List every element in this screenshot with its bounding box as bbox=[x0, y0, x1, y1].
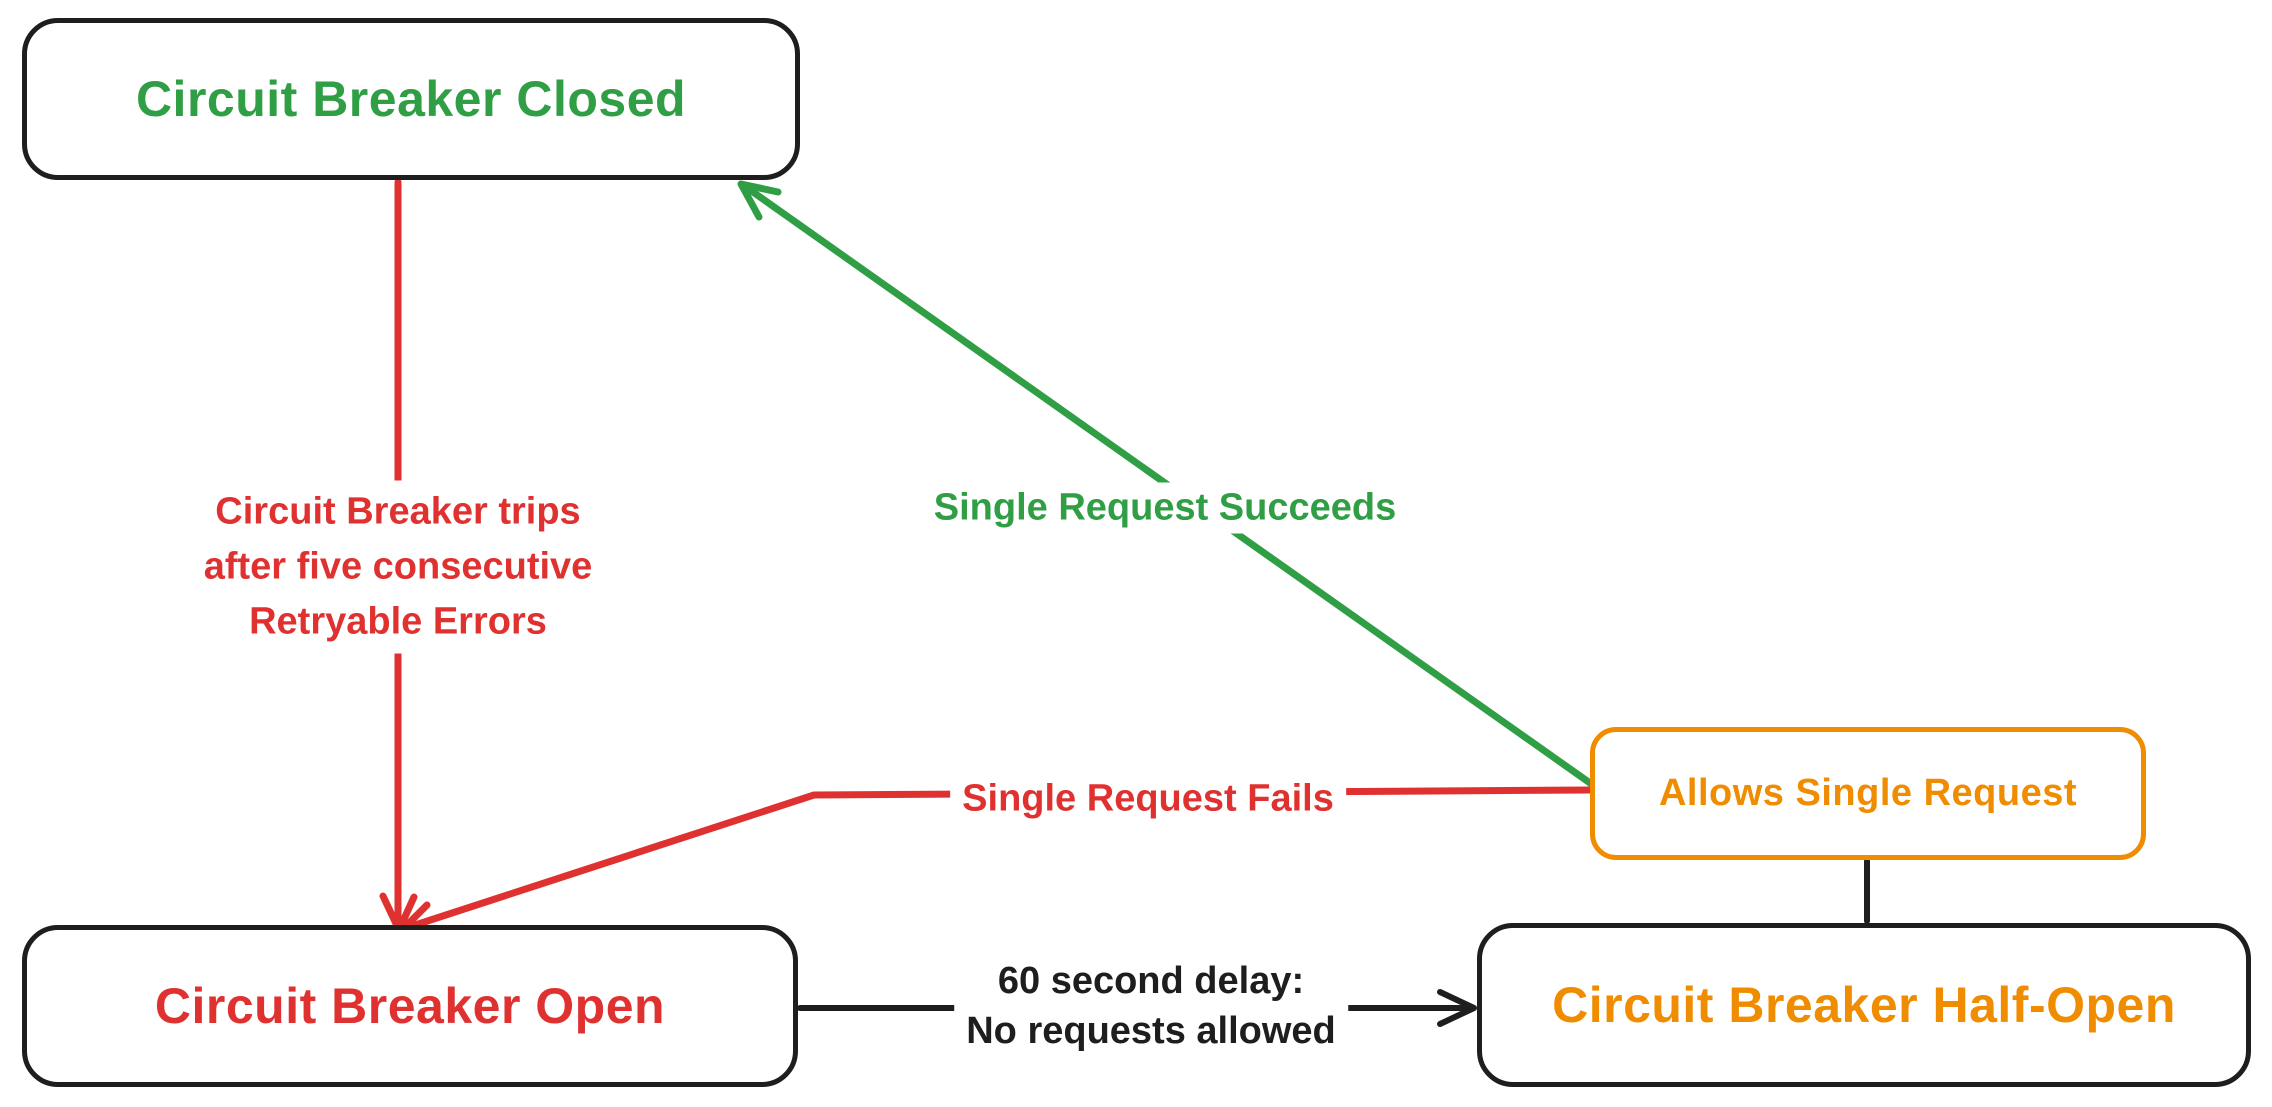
node-allows-single-request: Allows Single Request bbox=[1590, 727, 2146, 860]
node-circuit-breaker-closed: Circuit Breaker Closed bbox=[22, 18, 800, 180]
edge-label-trips-line3: Retryable Errors bbox=[249, 600, 547, 643]
node-circuit-breaker-open: Circuit Breaker Open bbox=[22, 925, 798, 1087]
arrowhead-delay bbox=[1437, 989, 1477, 1027]
node-open-label: Circuit Breaker Open bbox=[154, 978, 666, 1034]
arrowhead-succeeds bbox=[737, 180, 782, 221]
edge-label-trips-line1: Circuit Breaker trips bbox=[215, 490, 581, 533]
edge-label-delay: 60 second delay: No requests allowed bbox=[954, 952, 1348, 1060]
edge-label-delay-line2: No requests allowed bbox=[966, 1010, 1336, 1052]
edge-label-trips: Circuit Breaker trips after five consecu… bbox=[191, 480, 605, 654]
node-closed-label: Circuit Breaker Closed bbox=[135, 71, 687, 127]
node-allows-label: Allows Single Request bbox=[1658, 772, 2078, 814]
edge-label-fails: Single Request Fails bbox=[950, 773, 1346, 825]
edge-label-trips-line2: after five consecutive bbox=[203, 545, 593, 588]
node-circuit-breaker-half-open: Circuit Breaker Half-Open bbox=[1477, 923, 2251, 1087]
edge-label-delay-line1: 60 second delay: bbox=[997, 960, 1305, 1002]
node-half-open-label: Circuit Breaker Half-Open bbox=[1552, 977, 2176, 1033]
edge-label-succeeds: Single Request Succeeds bbox=[921, 482, 1409, 534]
